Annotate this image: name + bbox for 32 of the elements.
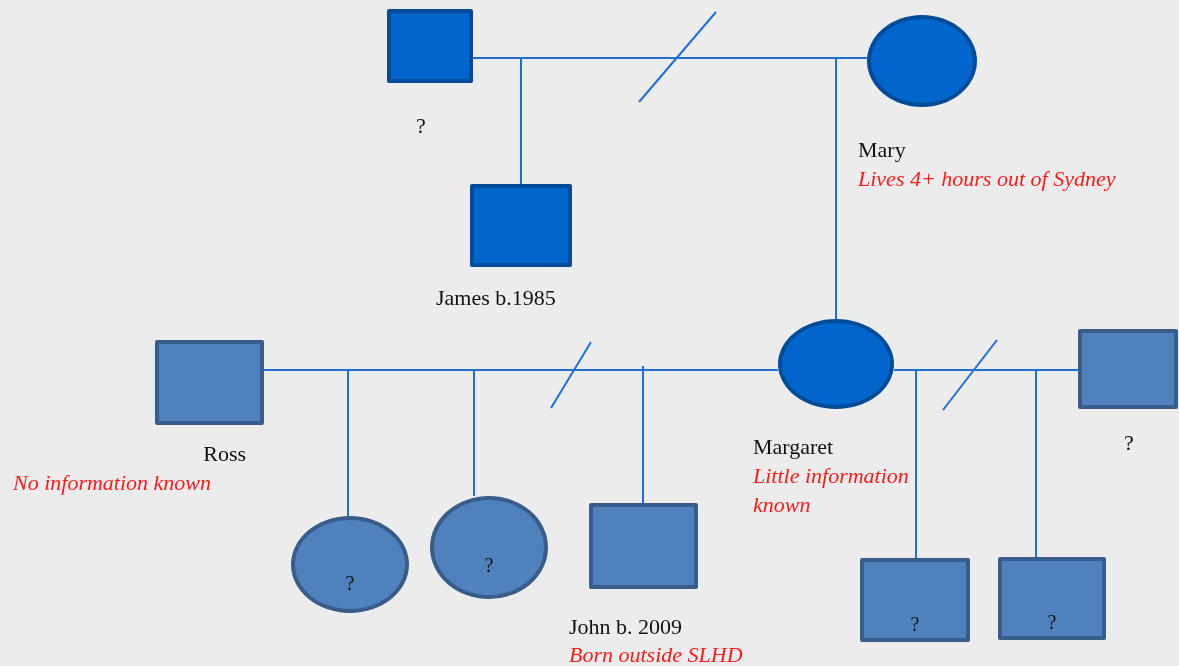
relationship-line <box>893 369 1079 371</box>
relationship-line <box>835 57 837 320</box>
note-text: No information known <box>13 469 211 497</box>
person-name: Margaret <box>753 433 834 461</box>
person-name: James b.1985 <box>436 284 556 312</box>
person-name: Ross <box>202 440 246 468</box>
person-name: John b. 2009 <box>569 613 683 641</box>
relationship-line <box>472 57 868 59</box>
person-label: ? <box>1047 612 1057 632</box>
person-name: Mary <box>858 136 906 164</box>
relationship-line <box>263 369 779 371</box>
male-square <box>1078 329 1178 409</box>
relationship-line <box>915 369 917 559</box>
relationship-line <box>473 369 475 497</box>
male-square <box>860 558 970 642</box>
note-text: Born outside SLHD <box>569 641 743 666</box>
person-name: ? <box>1124 429 1134 457</box>
relationship-line <box>1035 369 1037 558</box>
note-text: Lives 4+ hours out of Sydney <box>858 165 1116 193</box>
relationship-line <box>347 369 349 517</box>
relationship-line <box>642 365 644 504</box>
male-square <box>470 184 572 267</box>
male-square <box>998 557 1106 640</box>
relationship-line <box>520 57 522 185</box>
male-square <box>387 9 473 83</box>
person-label: ? <box>345 573 355 593</box>
person-label: ? <box>910 614 920 634</box>
male-square <box>155 340 264 425</box>
person-name: ? <box>416 112 426 140</box>
male-square <box>589 503 698 589</box>
note-text: Little information known <box>753 462 910 519</box>
person-label: ? <box>484 555 494 575</box>
